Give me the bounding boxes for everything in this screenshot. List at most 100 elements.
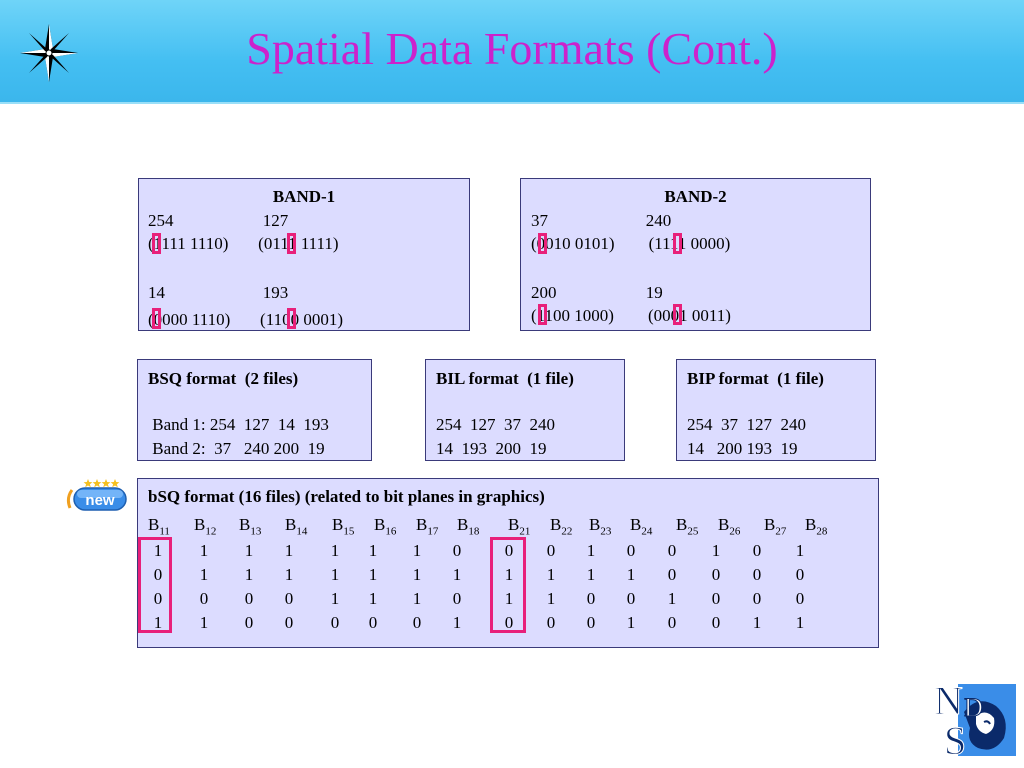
bit-column-highlight-b11 [138,537,172,633]
bit-cell: 0 [412,613,422,632]
bit-cell: 1 [504,589,514,608]
bit-cell: 1 [795,541,805,560]
bit-cell: 1 [199,613,209,632]
bit-cell: 0 [711,565,721,584]
bit-cell: 0 [330,613,340,632]
band1-binary-row1: (1111 1110) (0111 1111) [148,234,339,253]
bit-cell: 1 [452,565,462,584]
band-bit-label: B26 [718,515,741,538]
bit-cell: 0 [284,589,294,608]
band2-msb-highlight [673,233,682,254]
band-bit-label: B23 [589,515,612,538]
band2-values-row2: 200 19 [531,283,663,302]
bit-cell: 0 [752,541,762,560]
bit-cell: 1 [330,565,340,584]
bit-cell: 1 [199,565,209,584]
band1-msb-highlight [287,308,296,329]
bit-cell: 1 [795,613,805,632]
bit-cell: 1 [667,589,677,608]
slide-header: Spatial Data Formats (Cont.) [0,0,1024,104]
band1-box: BAND-1 254 127 (1111 1110) (0111 1111) 1… [138,178,470,331]
bil-line1: 254 127 37 240 [436,415,555,434]
band-bit-label: B28 [805,515,828,538]
band-bit-label: B17 [416,515,439,538]
bit-cell: 0 [244,589,254,608]
bit-cell: 0 [795,565,805,584]
bit-cell: 0 [752,565,762,584]
band2-msb-highlight [538,304,547,325]
new-badge-label: new [85,492,115,509]
bit-cell: 1 [412,589,422,608]
band-bit-label: B16 [374,515,397,538]
bit-cell: 0 [626,541,636,560]
bit-cell: 0 [752,589,762,608]
bitplane-format-box: bSQ format (16 files) (related to bit pl… [137,478,879,648]
bit-cell: 1 [330,541,340,560]
band-bit-label: B24 [630,515,653,538]
bit-cell: 0 [452,541,462,560]
bit-cell: 1 [504,565,514,584]
slide-title: Spatial Data Formats (Cont.) [246,23,778,74]
svg-text:N: N [934,678,963,723]
bit-cell: 0 [452,589,462,608]
band-bit-label: B22 [550,515,573,538]
bit-cell: 1 [368,565,378,584]
compass-icon [20,24,78,82]
nds-logo: N D S [934,678,1016,760]
band-bit-label: B11 [148,515,170,538]
bip-format-box: BIP format (1 file) 254 37 127 240 14 20… [676,359,876,461]
bit-cell: 0 [626,589,636,608]
svg-text:D: D [964,693,983,722]
bit-cell: 1 [586,565,596,584]
bit-cell: 1 [546,589,556,608]
bit-cell: 1 [368,541,378,560]
bit-cell: 1 [412,565,422,584]
band2-msb-highlight [538,233,547,254]
bit-cell: 0 [667,613,677,632]
bit-cell: 1 [284,541,294,560]
bit-cell: 1 [452,613,462,632]
bil-format-box: BIL format (1 file) 254 127 37 240 14 19… [425,359,625,461]
band1-msb-highlight [152,233,161,254]
band-bit-label: B12 [194,515,217,538]
band-bit-label: B27 [764,515,787,538]
bit-cell: 1 [199,541,209,560]
band-bit-label: B18 [457,515,480,538]
bit-cell: 1 [711,541,721,560]
band2-box: BAND-2 37 240 (0010 0101) (1111 0000) 20… [520,178,871,331]
bitplane-heading: bSQ format (16 files) (related to bit pl… [148,487,545,506]
bit-cell: 1 [368,589,378,608]
bit-cell: 0 [153,565,163,584]
bit-cell: 1 [626,565,636,584]
bil-heading: BIL format (1 file) [436,369,574,388]
bit-cell: 1 [586,541,596,560]
bit-cell: 0 [199,589,209,608]
bit-column-highlight-b21 [490,537,526,633]
band2-binary-row2: (1100 1000) (0001 0011) [531,306,731,325]
band-bit-label: B25 [676,515,699,538]
bit-cell: 1 [153,541,163,560]
bsq-format-box: BSQ format (2 files) Band 1: 254 127 14 … [137,359,372,461]
band-bit-label: B14 [285,515,308,538]
band2-title: BAND-2 [664,187,727,206]
band1-values-row2: 14 193 [148,283,289,302]
bit-cell: 0 [368,613,378,632]
bil-line2: 14 193 200 19 [436,439,547,458]
bit-cell: 0 [546,613,556,632]
bit-cell: 0 [711,613,721,632]
bit-cell: 0 [284,613,294,632]
bit-cell: 0 [586,613,596,632]
bit-cell: 0 [795,589,805,608]
bit-cell: 1 [244,541,254,560]
bit-cell: 1 [412,541,422,560]
bit-cell: 0 [667,541,677,560]
band-bit-label: B15 [332,515,355,538]
band1-values-row1: 254 127 [148,211,289,230]
bit-cell: 0 [586,589,596,608]
bit-cell: 0 [711,589,721,608]
bit-cell: 1 [546,565,556,584]
band2-values-row1: 37 240 [531,211,672,230]
bit-cell: 1 [153,613,163,632]
bit-cell: 0 [504,613,514,632]
band2-binary-row1: (0010 0101) (1111 0000) [531,234,731,253]
